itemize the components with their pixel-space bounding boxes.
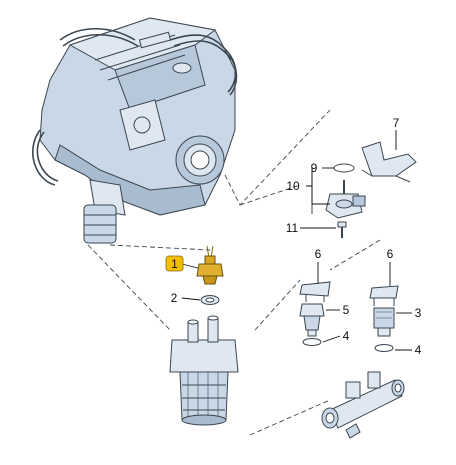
- callout-6b-label: 6: [387, 247, 394, 261]
- bracket-icon: [311, 141, 417, 238]
- callout-4a-label: 4: [343, 329, 350, 343]
- sender-right-icon: [369, 285, 399, 352]
- callout-6a-label: 6: [315, 247, 322, 261]
- callout-2-label: 2: [171, 291, 178, 305]
- sender-switch-icon: [196, 245, 224, 285]
- callout-11-label: 11: [286, 221, 299, 235]
- callout-9-label: 9: [311, 161, 318, 175]
- coolant-flange-icon: [321, 371, 405, 439]
- callout-3-label: 3: [415, 306, 422, 320]
- callout-1: 1: [165, 255, 184, 272]
- engine-icon: [31, 17, 238, 244]
- callout-7-label: 7: [393, 116, 400, 130]
- oil-filter-icon: [169, 315, 239, 426]
- callout-4b-label: 4: [415, 343, 422, 357]
- sender-left-icon: [299, 281, 331, 346]
- callout-10-label: 10: [286, 179, 300, 193]
- callout-5-label: 5: [343, 303, 350, 317]
- callout-1-label: 1: [171, 257, 178, 271]
